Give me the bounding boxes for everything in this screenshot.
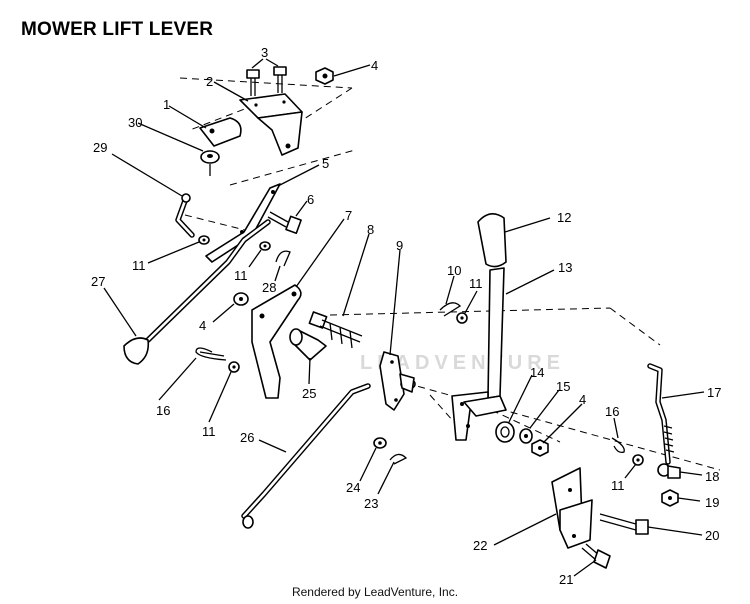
callout-4-mid[interactable]: 4 [199,318,206,333]
callout-10[interactable]: 10 [447,263,461,278]
part-18-trunnion[interactable] [657,463,681,479]
part-3-bolts[interactable] [246,66,287,96]
part-4-nut-mid[interactable] [233,292,249,306]
callout-1[interactable]: 1 [163,97,170,112]
part-10-pin[interactable] [439,302,462,317]
part-5-lift-arm[interactable] [205,183,281,263]
part-29-connector[interactable] [175,193,195,238]
part-26-link-rod[interactable] [241,383,371,529]
callout-23[interactable]: 23 [364,496,378,511]
watermark: LEADVENTURE [360,352,566,374]
part-15-washer[interactable] [519,428,533,444]
callout-30[interactable]: 30 [128,115,142,130]
part-14-bushing[interactable] [495,421,515,443]
callout-26[interactable]: 26 [240,430,254,445]
callout-20[interactable]: 20 [705,528,719,543]
part-9-cam[interactable] [379,351,416,411]
callout-9[interactable]: 9 [396,238,403,253]
part-11-washer-e[interactable] [632,454,644,466]
callout-4-top[interactable]: 4 [371,58,378,73]
callout-24[interactable]: 24 [346,480,360,495]
callout-2[interactable]: 2 [206,74,213,89]
part-2-bracket[interactable] [239,93,303,156]
part-4-nut-top[interactable] [315,67,334,85]
part-13-lift-lever[interactable] [451,267,507,441]
callout-labels: 1 2 3 4 30 29 5 6 7 8 9 10 11 12 13 11 1… [91,45,721,587]
callout-28[interactable]: 28 [262,280,276,295]
part-11-washer-a[interactable] [198,235,210,245]
part-22-mount-bracket[interactable] [551,467,593,549]
callout-12[interactable]: 12 [557,210,571,225]
callout-18[interactable]: 18 [705,469,719,484]
callout-14[interactable]: 14 [530,365,544,380]
callout-16-right[interactable]: 16 [605,404,619,419]
callout-11-d[interactable]: 11 [202,424,216,439]
part-16-hairpin-right[interactable] [611,437,625,454]
callout-25[interactable]: 25 [302,386,316,401]
part-25-spacer[interactable] [289,328,327,361]
part-30-nut[interactable] [200,150,220,176]
callout-7[interactable]: 7 [345,208,352,223]
part-23-pin[interactable] [389,453,408,465]
part-27-handle-rod[interactable] [123,219,271,365]
callout-27[interactable]: 27 [91,274,105,289]
callout-16-left[interactable]: 16 [156,403,170,418]
callout-5[interactable]: 5 [322,156,329,171]
alignment-lines [179,77,721,471]
part-21-bolt[interactable] [581,543,611,569]
callout-8[interactable]: 8 [367,222,374,237]
callout-11-c[interactable]: 11 [469,276,483,291]
page-title: MOWER LIFT LEVER [21,19,214,40]
callout-13[interactable]: 13 [558,260,572,275]
part-11-washer-b[interactable] [259,241,271,251]
part-24-washer[interactable] [373,437,387,449]
part-17-adjust-rod[interactable] [647,363,675,465]
part-28-pin[interactable] [275,250,291,267]
callout-4-lower[interactable]: 4 [579,392,586,407]
part-6-bolt[interactable] [267,211,302,235]
callout-11-a[interactable]: 11 [132,258,146,273]
callout-19[interactable]: 19 [705,495,719,510]
part-11-washer-c[interactable] [456,312,468,324]
callout-3[interactable]: 3 [261,45,268,60]
callout-29[interactable]: 29 [93,140,107,155]
callout-15[interactable]: 15 [556,379,570,394]
callout-21[interactable]: 21 [559,572,573,587]
leader-lines [103,58,705,577]
callout-11-b[interactable]: 11 [234,268,248,283]
part-12-grip[interactable] [477,213,507,268]
part-16-hairpin-left[interactable] [195,347,227,361]
footer-credit: Rendered by LeadVenture, Inc. [291,585,459,599]
part-11-washer-d[interactable] [228,361,240,373]
callout-22[interactable]: 22 [473,538,487,553]
callout-6[interactable]: 6 [307,192,314,207]
part-1-clip[interactable] [199,117,242,147]
part-4-nut-lower[interactable] [531,439,549,457]
part-20-bolt[interactable] [599,513,649,535]
part-8-bolt[interactable] [308,311,363,349]
part-19-nut[interactable] [661,489,679,507]
callout-17[interactable]: 17 [707,385,721,400]
callout-11-e[interactable]: 11 [611,478,625,493]
